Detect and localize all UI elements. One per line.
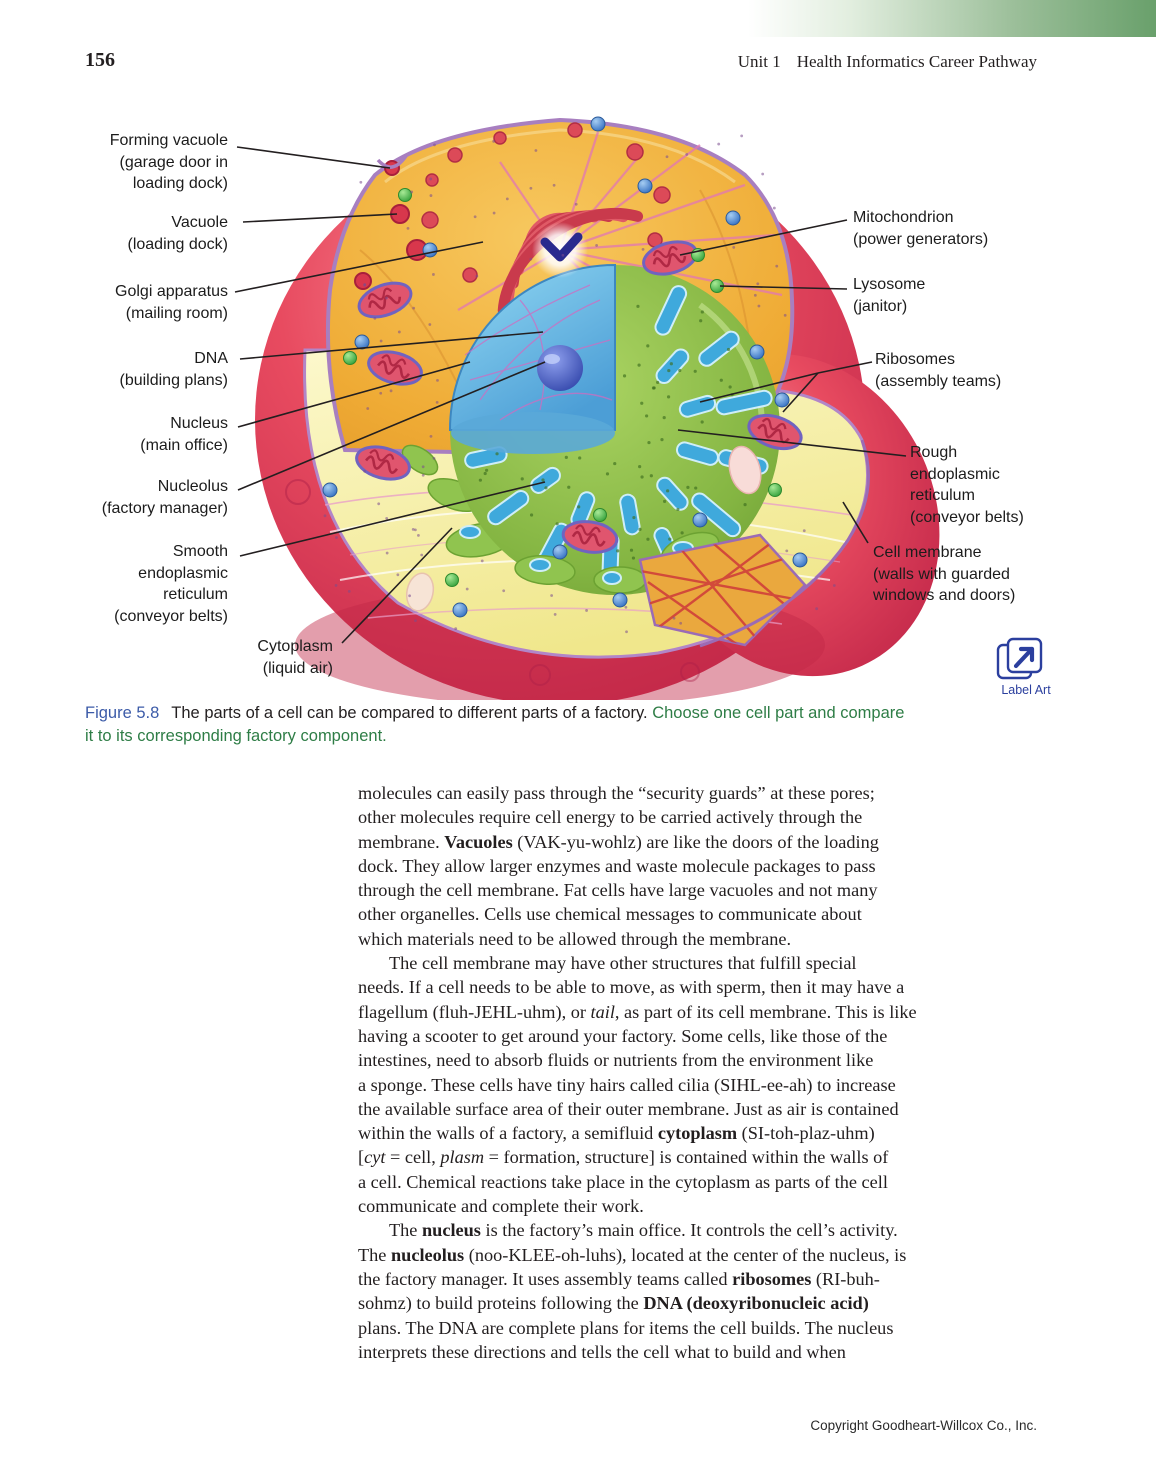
- leader-line: [234, 241, 484, 293]
- caption-activity-text: Choose one cell part and compare: [652, 704, 905, 722]
- body-line: other organelles. Cells use chemical mes…: [358, 904, 862, 925]
- pale-vesicle: [728, 445, 762, 495]
- mitochondrion-shape: [747, 413, 803, 451]
- body-line: plans. The DNA are complete plans for it…: [358, 1317, 894, 1338]
- golgi-vesicles: [421, 122, 671, 302]
- leader-line: [341, 527, 453, 644]
- running-head: Unit 1 Health Informatics Career Pathway: [738, 51, 1037, 73]
- leader-line: [237, 361, 546, 491]
- ribosome-stipple: [323, 134, 836, 634]
- label-dna: DNA(building plans): [119, 350, 228, 389]
- body-line: needs. If a cell needs to be able to mov…: [358, 977, 905, 998]
- figure-caption-tag: Figure 5.8: [85, 704, 160, 722]
- label-vacuole: Vacuole(loading dock): [127, 214, 229, 253]
- body-line: other molecules require cell energy to b…: [358, 807, 863, 828]
- label-cytoplasm: Cytoplasm(liquid air): [257, 638, 333, 677]
- body-line: [cyt = cell, plasm = formation, structur…: [358, 1147, 889, 1168]
- label-lysosome: Lysosome(janitor): [853, 276, 926, 315]
- body-line: within the walls of a factory, a semiflu…: [358, 1123, 875, 1144]
- body-line: which materials need to be allowed throu…: [358, 928, 792, 949]
- body-line: membrane. Vacuoles (VAK-yu-wohlz) are li…: [358, 831, 879, 852]
- label-nucleus: Nucleus(main office): [140, 415, 228, 454]
- body-line: a cell. Chemical reactions take place in…: [358, 1171, 888, 1192]
- body-line: the factory manager. It uses assembly te…: [358, 1268, 880, 1289]
- leader-line: [817, 361, 873, 374]
- mitochondrion-shape: [367, 350, 423, 386]
- leader-line: [677, 429, 907, 457]
- leader-line: [699, 372, 819, 403]
- leader-line: [239, 331, 544, 360]
- leader-line: [679, 219, 848, 256]
- leader-line: [237, 361, 471, 428]
- cytoplasm-shelf: [303, 348, 870, 659]
- body-line: intestines, need to absorb fluids or nut…: [358, 1050, 874, 1071]
- leader-line: [236, 146, 391, 169]
- copyright-line: Copyright Goodheart-Willcox Co., Inc.: [810, 1418, 1037, 1433]
- label-art-icon: [996, 637, 1043, 680]
- membrane-fold-edge: [699, 439, 870, 648]
- caption-activity-text: it to its corresponding factory componen…: [85, 726, 387, 745]
- label-nucleolus: Nucleolus(factory manager): [101, 478, 228, 517]
- caption-text: The parts of a cell can be compared to d…: [171, 704, 653, 722]
- body-line: The nucleus is the factory’s main office…: [389, 1220, 898, 1241]
- nucleus-ball: [448, 263, 780, 595]
- centriole-shape: [540, 232, 583, 262]
- vacuole-shapes: [354, 154, 428, 290]
- pale-vesicle: [405, 572, 435, 612]
- leader-line: [239, 481, 546, 557]
- spindle-rays: [457, 131, 783, 411]
- mitochondrion-shape: [561, 520, 619, 554]
- leader-line: [719, 285, 848, 290]
- header-accent-bar: [748, 0, 1156, 37]
- body-line: a sponge. These cells have tiny hairs ca…: [358, 1074, 896, 1095]
- body-line: The nucleolus (noo-KLEE-oh-luhs), locate…: [358, 1244, 907, 1265]
- label-ribosomes: Ribosomes(assembly teams): [875, 351, 1002, 390]
- body-line: having a scooter to get around your fact…: [358, 1025, 888, 1046]
- body-line: the available surface area of their oute…: [358, 1098, 899, 1119]
- golgi-apparatus-shape: [497, 207, 644, 316]
- arrow-up-right-icon: [1013, 646, 1035, 669]
- running-head-title: Health Informatics Career Pathway: [796, 52, 1037, 71]
- blue-dots: [322, 116, 808, 618]
- page-number: 156: [85, 49, 115, 71]
- label-golgi: Golgi apparatus(mailing room): [115, 283, 228, 322]
- body-line: through the cell membrane. Fat cells hav…: [358, 880, 878, 901]
- er-openings: [459, 525, 694, 585]
- mitochondria-shapes: [355, 240, 803, 554]
- dna-threads: [464, 284, 613, 421]
- body-line: sohmz) to build proteins following the D…: [358, 1293, 869, 1314]
- figure-caption: Figure 5.8 The parts of a cell can be com…: [85, 702, 1045, 747]
- label-art-caption: Label Art: [1001, 683, 1051, 697]
- nucleolus-shape: [537, 345, 583, 391]
- running-head-unit: Unit 1: [737, 52, 781, 71]
- body-line: dock. They allow larger enzymes and wast…: [358, 855, 876, 876]
- body-line: interprets these directions and tells th…: [358, 1341, 846, 1362]
- leader-line: [782, 372, 819, 413]
- body-line: The cell membrane may have other structu…: [389, 953, 857, 974]
- body-line: communicate and complete their work.: [358, 1196, 644, 1217]
- label-mitochondrion: Mitochondrion(power generators): [853, 209, 989, 248]
- centriole-glow: [532, 222, 588, 278]
- cytoplasm-upper-face: [325, 117, 795, 458]
- mitochondrion-shape: [357, 281, 413, 319]
- leader-line: [842, 501, 869, 544]
- mitochondrion-shape: [642, 240, 698, 276]
- body-line: flagellum (fluh-JEHL-uhm), or tail, as p…: [358, 1001, 917, 1022]
- lysosome-dots: [343, 188, 782, 617]
- smooth-er-front: [514, 531, 720, 594]
- leader-line: [242, 213, 398, 223]
- body-line: molecules can easily pass through the “s…: [358, 783, 875, 803]
- body-text: molecules can easily pass through the “s…: [358, 781, 1048, 1364]
- smooth-er-shapes: [401, 444, 755, 558]
- mitochondrion-shape: [355, 445, 411, 481]
- cytoskeleton-patch: [638, 533, 807, 647]
- label-art-button[interactable]: Label Art: [995, 637, 1057, 699]
